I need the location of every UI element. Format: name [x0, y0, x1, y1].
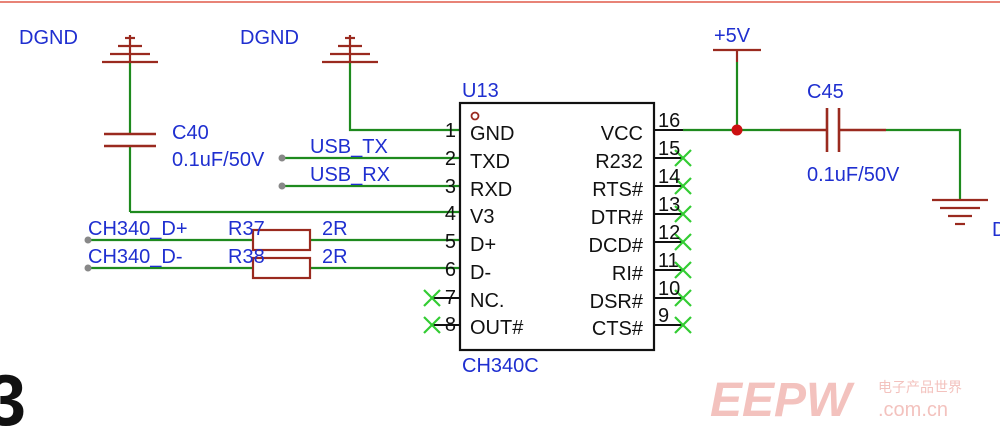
dot-dminus — [84, 264, 92, 272]
wires — [88, 62, 962, 270]
label-c45-ref: C45 — [807, 81, 844, 103]
nc-pin10 — [674, 289, 692, 307]
pin-name-v3: V3 — [470, 206, 494, 228]
pin-name-rts: RTS# — [592, 179, 644, 201]
nc-pin7 — [423, 289, 441, 307]
label-r38-ref: R38 — [228, 246, 265, 268]
pin-num-4: 4 — [445, 203, 456, 225]
nc-pin15 — [674, 149, 692, 167]
label-plus5v: +5V — [714, 25, 751, 47]
pin-name-dplus: D+ — [470, 234, 496, 256]
pin-num-7: 7 — [445, 287, 456, 309]
pin-num-6: 6 — [445, 259, 456, 281]
pin1-marker — [470, 111, 480, 121]
ground-symbol-mid — [322, 35, 378, 64]
pin-num-14: 14 — [658, 166, 680, 188]
chip-part: CH340C — [462, 355, 539, 377]
net-label-dplus: CH340_D+ — [88, 218, 188, 240]
pin-name-txd: TXD — [470, 151, 510, 173]
dot-usb-rx — [278, 182, 286, 190]
net-label-usb-rx: USB_RX — [310, 164, 390, 186]
dot-dplus — [84, 236, 92, 244]
no-connect-markers — [423, 149, 692, 334]
chip-body — [458, 101, 656, 352]
nc-pin9 — [674, 316, 692, 334]
wire-end-dots — [84, 154, 286, 272]
label-dgnd-mid: DGND — [240, 27, 299, 49]
chip-u13 — [432, 101, 683, 352]
pin-name-vcc: VCC — [601, 123, 643, 145]
nc-pin13 — [674, 205, 692, 223]
ground-symbol-right — [932, 198, 988, 226]
dot-usb-tx — [278, 154, 286, 162]
capacitor-c45 — [780, 108, 886, 152]
pin-num-10: 10 — [658, 278, 680, 300]
watermark: EEPW 电子产品世界 .com.cn — [710, 374, 962, 427]
label-dgnd-left: DGND — [19, 27, 78, 49]
pin-name-cts: CTS# — [592, 318, 644, 340]
resistor-r37 — [251, 228, 312, 252]
label-r37-ref: R37 — [228, 218, 265, 240]
pin-name-nc: NC. — [470, 290, 504, 312]
junction-vcc — [731, 124, 743, 136]
wire-c45-gnd — [886, 128, 962, 200]
nc-pin11 — [674, 261, 692, 279]
nc-pin12 — [674, 233, 692, 251]
pin-num-8: 8 — [445, 314, 456, 336]
label-r37-value: 2R — [322, 218, 348, 240]
nc-pin8 — [423, 316, 441, 334]
label-r38-value: 2R — [322, 246, 348, 268]
pin-name-dminus: D- — [470, 262, 491, 284]
pin-num-12: 12 — [658, 222, 680, 244]
pin-name-dsr: DSR# — [590, 291, 644, 313]
nc-pin14 — [674, 177, 692, 195]
pin-name-dcd: DCD# — [589, 235, 644, 257]
pin-name-rxd: RXD — [470, 179, 512, 201]
resistor-r38 — [251, 256, 312, 280]
net-label-usb-tx: USB_TX — [310, 136, 388, 158]
pin-num-1: 1 — [445, 120, 456, 142]
power-5v-symbol — [713, 48, 761, 62]
watermark-cn: 电子产品世界 — [878, 379, 962, 395]
pin-num-16: 16 — [658, 110, 680, 132]
label-dgnd-right: D — [992, 219, 1000, 241]
pin-name-dtr: DTR# — [591, 207, 644, 229]
watermark-url: .com.cn — [878, 399, 948, 421]
net-label-dminus: CH340_D- — [88, 246, 182, 268]
label-c40-value: 0.1uF/50V — [172, 149, 265, 171]
capacitor-c40 — [104, 132, 156, 148]
chip-ref: U13 — [462, 80, 499, 102]
pin-num-5: 5 — [445, 231, 456, 253]
pin-name-out: OUT# — [470, 317, 524, 339]
pin-num-9: 9 — [658, 305, 669, 327]
pin-name-gnd: GND — [470, 123, 514, 145]
pin-num-11: 11 — [658, 250, 679, 272]
pin-num-2: 2 — [445, 148, 456, 170]
label-c40-ref: C40 — [172, 122, 209, 144]
pin-name-ri: RI# — [612, 263, 644, 285]
pin-num-13: 13 — [658, 194, 680, 216]
wire-gnd-pin1 — [348, 62, 460, 132]
pin-name-r232: R232 — [595, 151, 643, 173]
ground-symbol-left — [102, 35, 158, 64]
corner-character: 3 — [0, 361, 26, 427]
pin-num-3: 3 — [445, 176, 456, 198]
watermark-logo: EEPW — [710, 374, 855, 427]
pin-num-15: 15 — [658, 138, 680, 160]
label-c45-value: 0.1uF/50V — [807, 164, 900, 186]
